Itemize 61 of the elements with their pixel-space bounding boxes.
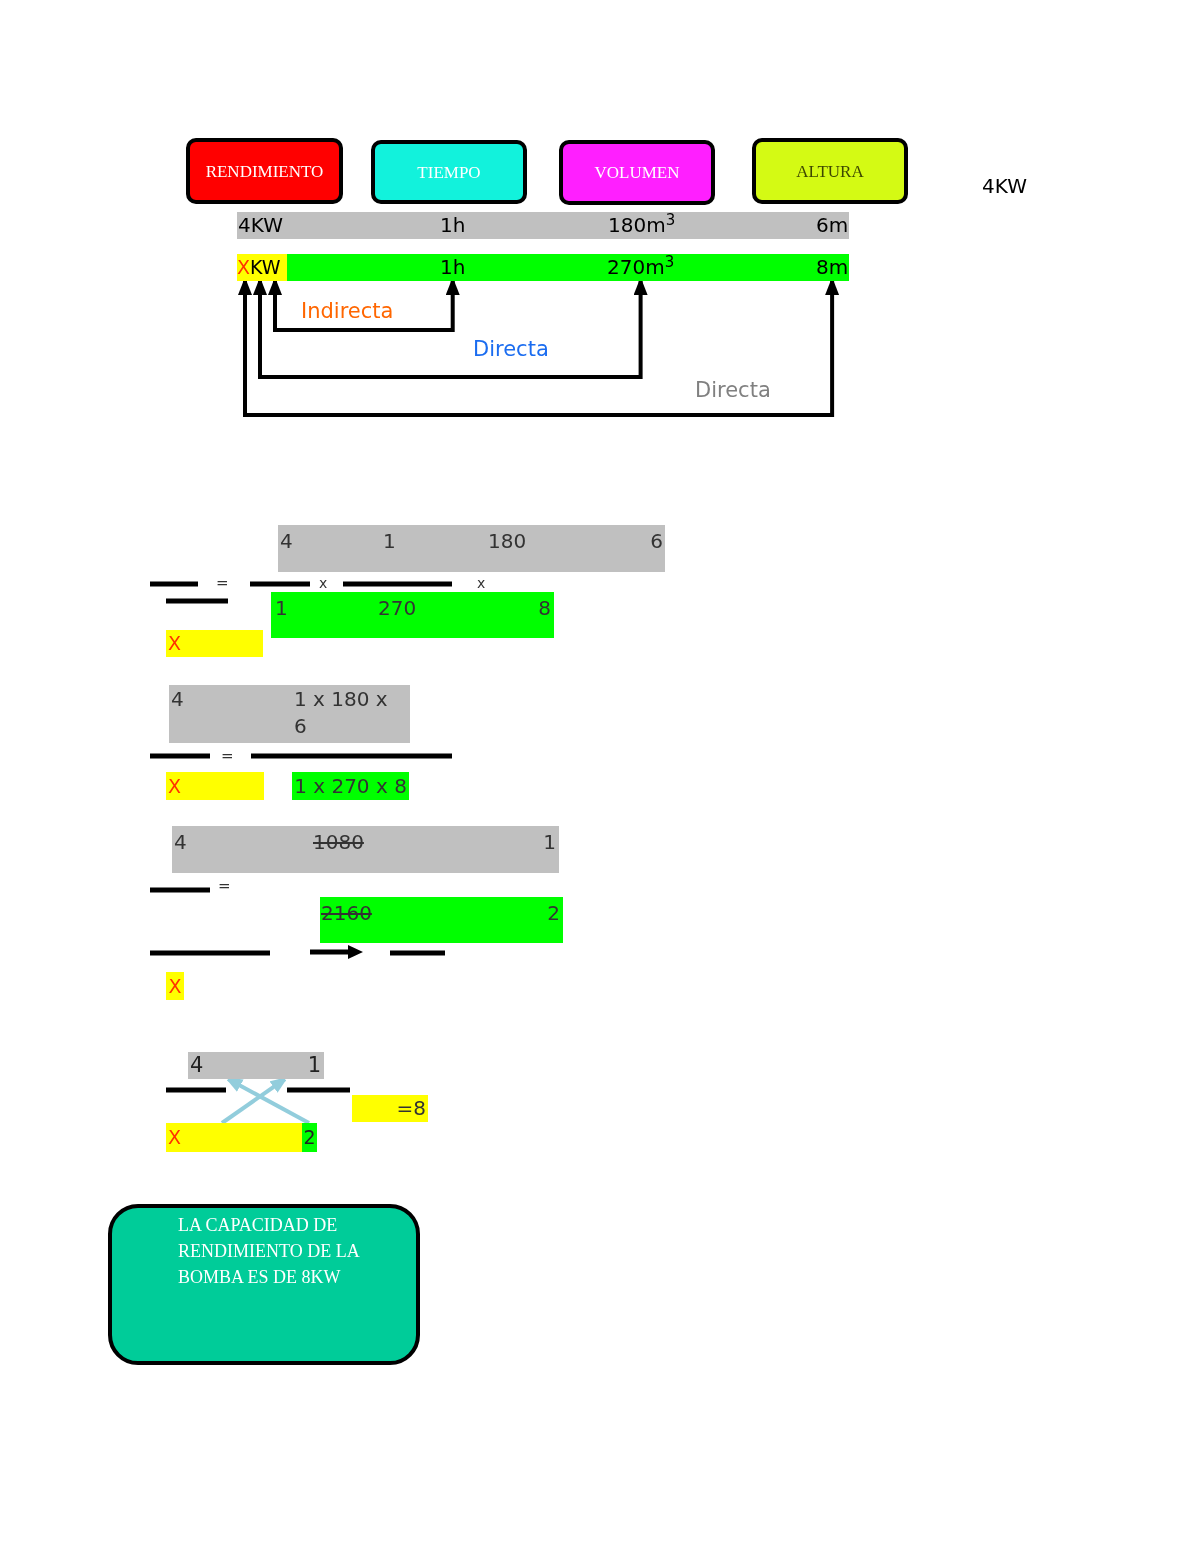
value-text: 1 bbox=[307, 1052, 321, 1079]
heading-text: TIEMPO bbox=[417, 163, 481, 181]
value-text: 4 bbox=[174, 829, 187, 855]
value-text: 4 bbox=[171, 686, 184, 713]
value-band bbox=[278, 525, 665, 572]
value-text: 1h bbox=[440, 254, 466, 281]
heading-box bbox=[752, 138, 908, 204]
value-text: 180 bbox=[488, 528, 527, 554]
heading-text: RENDIMIENTO bbox=[205, 162, 324, 180]
value-text: 270m$^{3}$ bbox=[607, 254, 675, 281]
value-text: 180m$^{3}$ bbox=[608, 212, 676, 239]
value-text: 1 bbox=[275, 595, 288, 621]
value-text: 4KW bbox=[238, 212, 283, 239]
value-text: 270 bbox=[378, 595, 417, 621]
unknown-variable: X bbox=[168, 774, 182, 799]
value-text: 8m bbox=[816, 254, 849, 281]
value-band bbox=[169, 685, 410, 743]
result-text: LA CAPACIDAD DE RENDIMIENTO DE LA BOMBA ES DE 8KW bbox=[178, 1214, 361, 1289]
value-band bbox=[237, 212, 849, 239]
value-text: 6 bbox=[650, 528, 663, 554]
value-text: 1h bbox=[440, 212, 466, 239]
value-text: 1 bbox=[383, 528, 396, 554]
equals-sign: = bbox=[218, 878, 231, 894]
unknown-cell bbox=[166, 1123, 302, 1152]
heading-box bbox=[559, 140, 715, 205]
result-value: =8 bbox=[396, 1095, 426, 1122]
value-band bbox=[188, 1052, 324, 1079]
value-band bbox=[287, 254, 849, 281]
times-sign: x bbox=[319, 575, 328, 591]
equals-sign: = bbox=[221, 748, 234, 764]
result-box bbox=[108, 1204, 420, 1365]
unknown-cell bbox=[166, 630, 263, 657]
heading-text: ALTURA bbox=[796, 162, 864, 180]
value-text: 2 bbox=[547, 900, 560, 926]
value-band bbox=[320, 897, 563, 943]
unit-text: KW bbox=[250, 255, 281, 280]
heading-box bbox=[186, 138, 343, 204]
value-text: 1 x 180 x 6 bbox=[294, 686, 389, 740]
value-text: 2160 bbox=[321, 900, 372, 926]
value-text: 1080 bbox=[313, 829, 364, 855]
value-text: 1 bbox=[543, 829, 556, 855]
value-band bbox=[172, 826, 559, 873]
equals-sign: = bbox=[216, 575, 229, 591]
unknown-variable: X bbox=[237, 255, 251, 280]
times-sign: x bbox=[477, 575, 486, 591]
result-cell bbox=[352, 1095, 428, 1122]
heading-text: VOLUMEN bbox=[594, 164, 680, 181]
value-text: 4 bbox=[190, 1052, 204, 1079]
unknown-variable: X bbox=[168, 631, 182, 656]
heading-box bbox=[371, 140, 527, 204]
unknown-cell bbox=[237, 254, 287, 281]
value-text: 4 bbox=[280, 528, 293, 554]
unknown-cell bbox=[166, 772, 264, 800]
value-text: 4KW bbox=[982, 174, 1027, 198]
value-text: 8 bbox=[538, 595, 551, 621]
unknown-variable: X bbox=[168, 974, 182, 999]
value-text: 1 x 270 x 8 bbox=[294, 773, 407, 800]
value-text: 2 bbox=[303, 1125, 316, 1150]
value-band bbox=[271, 592, 554, 638]
unknown-variable: X bbox=[168, 1125, 182, 1150]
value-text: 6m bbox=[816, 212, 849, 239]
